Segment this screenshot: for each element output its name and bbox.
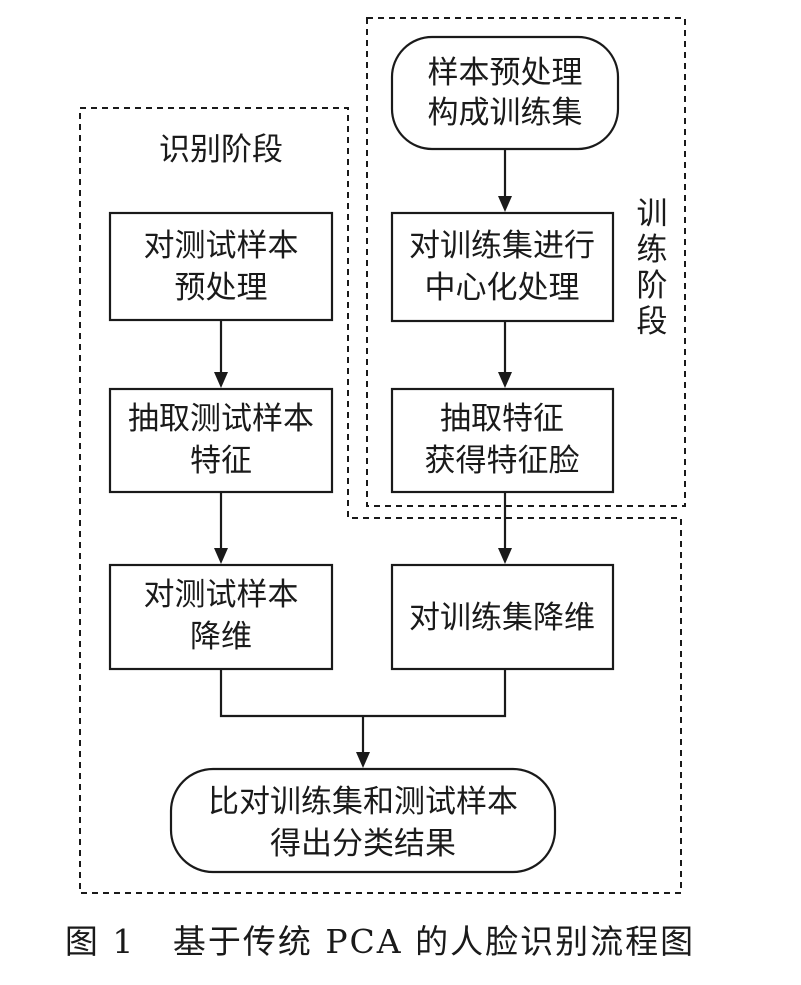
recognition-stage-region xyxy=(79,107,682,894)
arrowhead xyxy=(356,752,370,768)
training-stage-label: 训 练 阶 段 xyxy=(637,196,668,340)
node-extract-test: 抽取测试样本 特征 xyxy=(108,387,334,494)
node-label: 比对训练集和测试样本 xyxy=(208,784,518,820)
rounded-terminal-box xyxy=(390,35,620,151)
process-box xyxy=(108,211,334,322)
process-box xyxy=(390,563,615,671)
arrowhead xyxy=(498,548,512,564)
training-stage-label-char: 练 xyxy=(637,232,668,268)
node-label: 获得特征脸 xyxy=(425,443,580,479)
node-compare-result: 比对训练集和测试样本 得出分类结果 xyxy=(169,767,557,874)
merge-connector xyxy=(219,669,507,752)
node-reduce-test: 对测试样本 降维 xyxy=(108,563,334,671)
node-label: 对测试样本 xyxy=(144,577,299,613)
node-label: 样本预处理 xyxy=(428,55,583,91)
figure-caption: 图 1 基于传统 PCA 的人脸识别流程图 xyxy=(65,922,695,961)
rounded-terminal-box xyxy=(169,767,557,874)
training-stage-label-char: 段 xyxy=(637,304,668,340)
node-label: 预处理 xyxy=(175,270,268,306)
node-label: 特征 xyxy=(190,443,252,479)
node-center-train: 对训练集进行 中心化处理 xyxy=(390,211,615,323)
node-label: 抽取测试样本 xyxy=(128,401,314,437)
arrowhead xyxy=(214,548,228,564)
node-extract-eigenface: 抽取特征 获得特征脸 xyxy=(390,387,615,494)
connectors xyxy=(214,149,512,768)
arrowhead xyxy=(498,372,512,388)
node-label: 对测试样本 xyxy=(144,228,299,264)
training-stage-label-char: 阶 xyxy=(637,268,668,304)
node-sample-preprocess: 样本预处理 构成训练集 xyxy=(390,35,620,151)
arrowhead xyxy=(498,196,512,212)
node-label: 降维 xyxy=(190,619,252,655)
node-label: 得出分类结果 xyxy=(270,826,456,862)
process-box xyxy=(108,563,334,671)
node-reduce-train: 对训练集降维 xyxy=(390,563,615,671)
node-label: 对训练集降维 xyxy=(409,600,595,636)
recognition-stage-label: 识别阶段 xyxy=(159,132,283,168)
node-label: 抽取特征 xyxy=(440,401,564,437)
training-stage-region xyxy=(366,17,686,507)
arrowhead xyxy=(214,372,228,388)
node-label: 中心化处理 xyxy=(425,270,580,306)
training-stage-label-char: 训 xyxy=(637,196,668,232)
node-label: 构成训练集 xyxy=(428,95,583,131)
node-preprocess-test: 对测试样本 预处理 xyxy=(108,211,334,322)
process-box xyxy=(390,211,615,323)
node-label: 对训练集进行 xyxy=(409,228,595,264)
process-box xyxy=(108,387,334,494)
process-box xyxy=(390,387,615,494)
